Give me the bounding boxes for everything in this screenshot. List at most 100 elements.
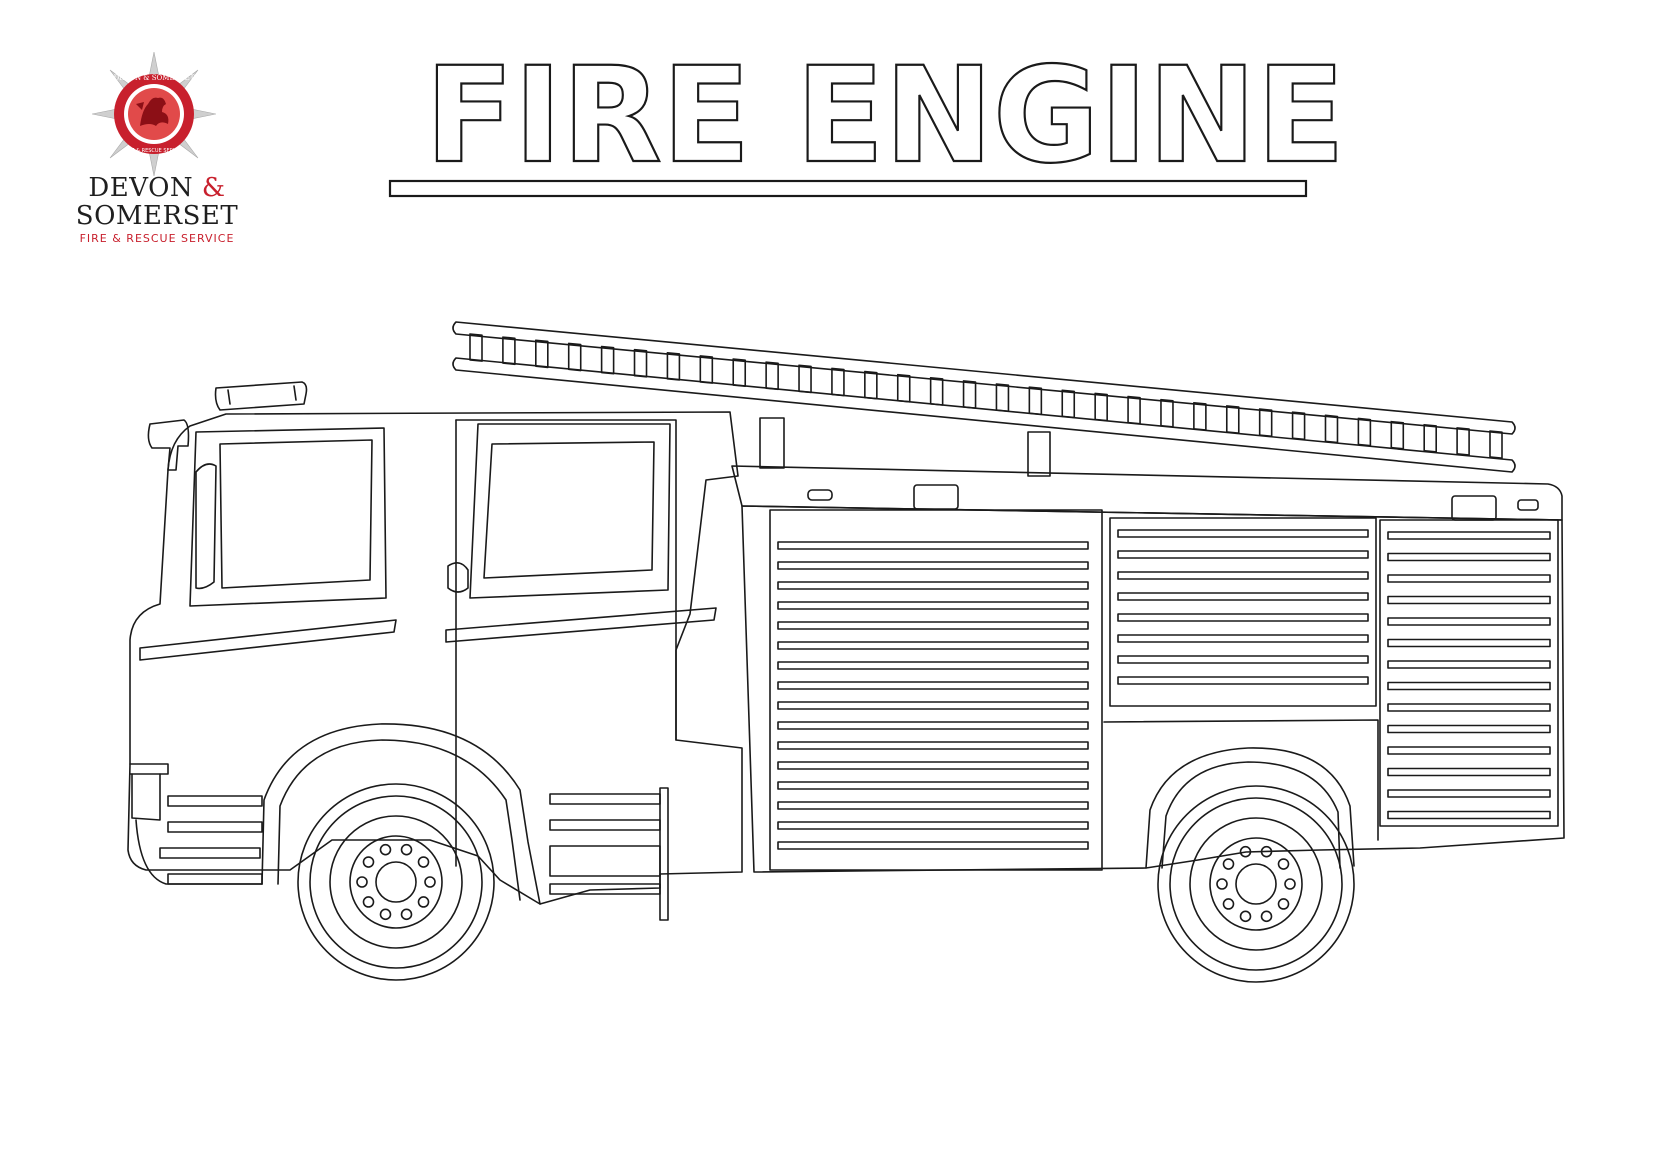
shutter-slat	[1117, 634, 1369, 643]
wheel-lug	[1277, 858, 1290, 870]
shutter-slat	[1387, 638, 1551, 648]
wheel-lug	[1260, 910, 1273, 923]
shutter-slat	[1117, 592, 1369, 601]
devon-somerset-logo: DEVON & SOMERSET FIRE & RESCUE SERVICE D…	[62, 52, 252, 252]
badge-ring-text: DEVON & SOMERSET	[114, 74, 195, 82]
shutter-slat	[1387, 660, 1551, 669]
wheel-lug	[400, 908, 413, 921]
logo-ampersand: &	[201, 173, 226, 203]
ladder-rung	[699, 355, 714, 384]
title-underline	[388, 179, 1308, 198]
shutter-slat	[777, 561, 1089, 570]
wheel-lug	[1277, 898, 1290, 910]
ladder-rung	[1094, 392, 1108, 422]
ladder-rung	[1193, 402, 1207, 431]
rear-wheel	[1157, 785, 1355, 983]
wheel-lug	[417, 856, 430, 868]
wheel-lug	[417, 896, 430, 908]
ladder-rung	[1028, 386, 1043, 416]
ladder-rung	[1127, 395, 1141, 425]
ladder-rung	[1423, 423, 1437, 453]
ladder-rung	[896, 373, 911, 403]
shutter-slat	[1387, 767, 1551, 777]
wheel-lug	[1284, 878, 1296, 890]
ladder-rung	[1357, 417, 1372, 447]
logo-name-line1: DEVON &	[88, 173, 226, 203]
page-title-text: FIRE ENGINE	[425, 50, 1345, 193]
shutter-slat	[777, 581, 1089, 590]
shutter-slat	[1117, 529, 1369, 538]
shutter-slat	[1387, 574, 1551, 583]
shutter-slat	[777, 541, 1089, 550]
wheel-lug	[1222, 858, 1235, 870]
shutter-slat	[1387, 810, 1551, 820]
shutter-slat	[1387, 552, 1551, 562]
logo-tagline: FIRE & RESCUE SERVICE	[79, 232, 235, 245]
ladder-rung	[1324, 414, 1339, 444]
wheel-lug	[424, 876, 436, 888]
shutter-slat	[777, 601, 1089, 610]
shutter-slat	[777, 841, 1089, 850]
ladder	[452, 321, 1516, 473]
shutter-slat	[1387, 703, 1551, 712]
shutter-slat	[1387, 531, 1551, 540]
shutter-slat	[1387, 724, 1551, 734]
front-wheel	[297, 783, 495, 981]
ladder-rung	[962, 380, 977, 409]
ladder-rung	[1225, 405, 1240, 434]
ladder-rung	[469, 333, 483, 362]
ladder-rung	[666, 351, 681, 381]
ladder-rung	[1258, 408, 1273, 438]
shutter-slat	[777, 781, 1089, 790]
ladder-rung	[1160, 398, 1174, 428]
ladder-rung	[1291, 411, 1306, 441]
ladder-rung	[633, 348, 648, 378]
ladder-rung	[798, 364, 812, 394]
ladder-rung	[831, 367, 845, 397]
wheel-lug	[1222, 898, 1235, 910]
shutter-slat	[1387, 595, 1551, 605]
ladder-rung	[732, 358, 747, 387]
shutter-slat	[777, 801, 1089, 810]
ladder-rung	[995, 383, 1010, 413]
ladder-rung	[535, 339, 549, 369]
logo-name-line2: SOMERSET	[75, 201, 239, 231]
shutter-slat	[1117, 571, 1369, 580]
shutter-slat	[777, 661, 1089, 670]
ladder-rung	[765, 361, 779, 391]
wheel-lug	[400, 843, 413, 856]
shutter-slat	[1117, 613, 1369, 622]
ladder-rung	[929, 377, 944, 406]
wheel-lug	[1239, 910, 1252, 923]
shutter-slat	[1117, 655, 1369, 664]
wheel-lug	[1216, 878, 1228, 890]
shutter-slat	[777, 621, 1089, 630]
shutter-slat	[777, 681, 1089, 690]
ladder-rung	[567, 342, 582, 372]
shutter-slat	[777, 741, 1089, 750]
shutter-slat	[1387, 617, 1551, 626]
badge-band-text: FIRE & RESCUE SERVICE	[124, 148, 185, 154]
shutter-slat	[1387, 746, 1551, 755]
shutter-slat	[777, 761, 1089, 770]
wheel-lug	[379, 908, 392, 921]
wheel-lug	[379, 843, 392, 856]
wheel-lug	[362, 856, 375, 868]
wheel-lug	[1260, 845, 1273, 858]
ladder-rung	[1489, 430, 1503, 459]
ladder-rung	[1390, 420, 1405, 450]
ladder-rung	[1456, 427, 1470, 456]
shutter-slat	[1117, 550, 1369, 559]
shutter-slat	[1387, 789, 1551, 798]
ladder-rung	[864, 370, 878, 400]
shutter-slat	[777, 641, 1089, 650]
wheel-lug	[1239, 845, 1252, 858]
shutter-slat	[1117, 676, 1369, 685]
ladder-rung	[502, 336, 516, 366]
shutter-slat	[777, 701, 1089, 710]
shutter-slat	[777, 821, 1089, 830]
ladder-rung	[600, 345, 615, 375]
wheel-lug	[362, 896, 375, 908]
page-title: FIRE ENGINE	[388, 50, 1346, 198]
